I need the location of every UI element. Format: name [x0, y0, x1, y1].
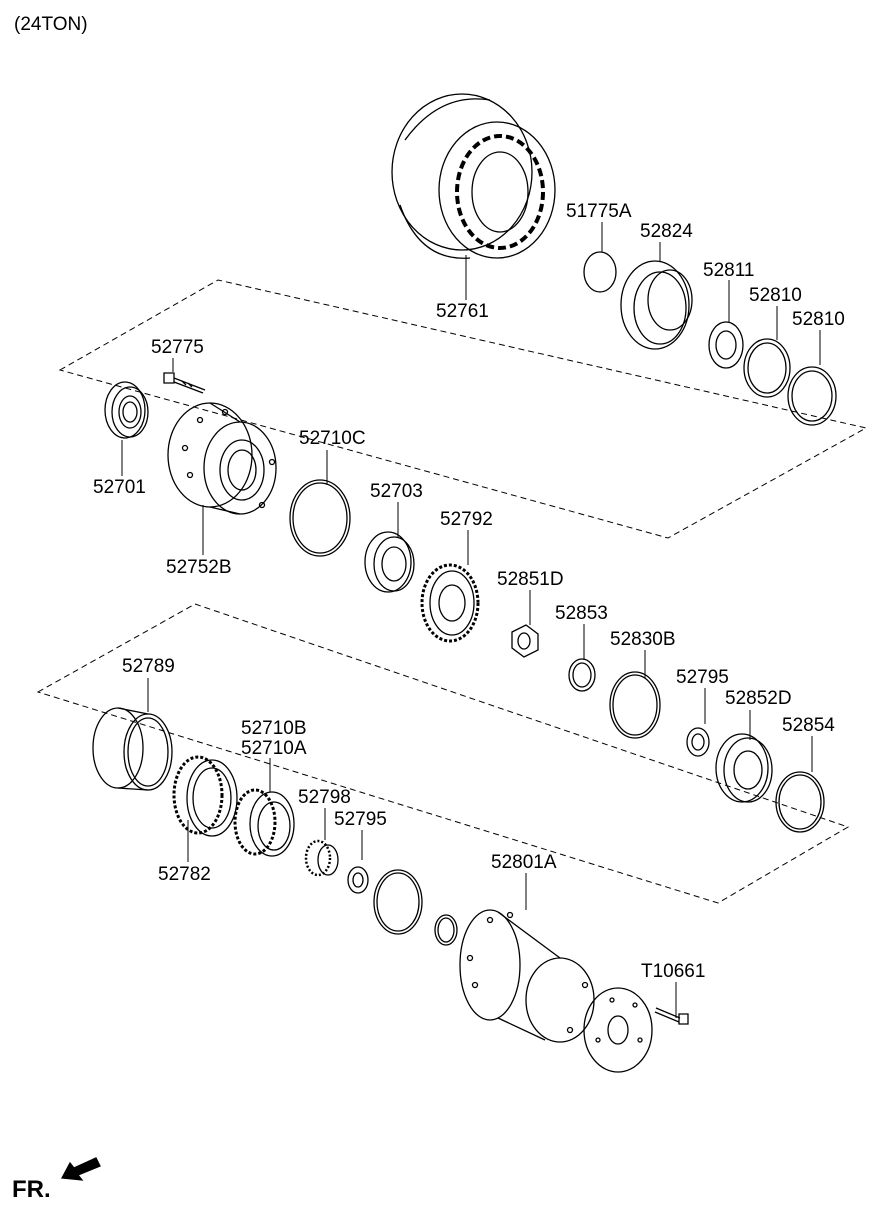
pinion-52798	[306, 841, 338, 875]
front-direction-label: FR.	[12, 1176, 51, 1203]
bolt-52775	[164, 373, 205, 393]
o-ring-52710C	[290, 480, 350, 556]
label-52710C: 52710C	[299, 428, 366, 449]
diagram-title: (24TON)	[14, 14, 88, 35]
washer-52853	[569, 659, 595, 691]
bolt-T10661	[655, 1008, 688, 1024]
label-52852D: 52852D	[725, 688, 792, 709]
gear-52710A-52710B	[235, 790, 294, 856]
bearing-52703	[365, 532, 414, 592]
washer-52795-b	[348, 867, 368, 893]
cover-plate	[584, 988, 652, 1072]
label-51775A: 51775A	[566, 201, 632, 222]
front-direction-arrow	[62, 1158, 100, 1180]
gear-52782	[174, 757, 237, 836]
label-52710A: 52710A	[241, 738, 307, 759]
label-52782: 52782	[158, 864, 211, 885]
label-52752B: 52752B	[166, 557, 232, 578]
label-52811: 52811	[703, 260, 755, 281]
label-52801A: 52801A	[491, 852, 557, 873]
sleeve-52789	[93, 708, 172, 790]
nut-52851D	[512, 625, 538, 657]
label-52810-b: 52810	[792, 309, 845, 330]
washer-52795-a	[687, 728, 709, 756]
washer-52811	[709, 322, 743, 368]
label-52789: 52789	[122, 656, 175, 677]
ring-52810-b	[788, 367, 836, 425]
o-ring-lower	[374, 870, 422, 934]
ring-52810-a	[744, 339, 790, 397]
label-52703: 52703	[370, 481, 423, 502]
bearing-52701	[105, 382, 148, 438]
lower-group-boundary	[38, 604, 848, 903]
ring-52830B	[610, 672, 660, 738]
label-52795-a: 52795	[676, 667, 729, 688]
bearing-52852D	[716, 734, 772, 802]
label-52830B: 52830B	[610, 629, 676, 650]
label-52798: 52798	[298, 787, 351, 808]
label-52775: 52775	[151, 337, 204, 358]
ring-small-lower	[435, 915, 457, 945]
housing-52801A	[460, 910, 594, 1042]
upper-group-boundary	[60, 280, 866, 538]
label-52851D: 52851D	[497, 569, 564, 590]
label-52701: 52701	[93, 477, 146, 498]
label-52795-b: 52795	[334, 809, 387, 830]
label-52761: 52761	[436, 301, 489, 322]
label-52824: 52824	[640, 221, 693, 242]
seal-52824	[621, 261, 692, 349]
label-52710B: 52710B	[241, 718, 307, 739]
label-52810-a: 52810	[749, 285, 802, 306]
label-52853: 52853	[555, 603, 608, 624]
gear-52792	[422, 565, 478, 641]
label-T10661: T10661	[641, 961, 706, 982]
label-52792: 52792	[440, 509, 493, 530]
o-ring-51775A	[584, 252, 616, 292]
label-52854: 52854	[782, 715, 835, 736]
brake-drum-52761	[392, 94, 555, 258]
snap-ring-52854	[776, 772, 824, 832]
hub-52752B	[168, 403, 276, 514]
